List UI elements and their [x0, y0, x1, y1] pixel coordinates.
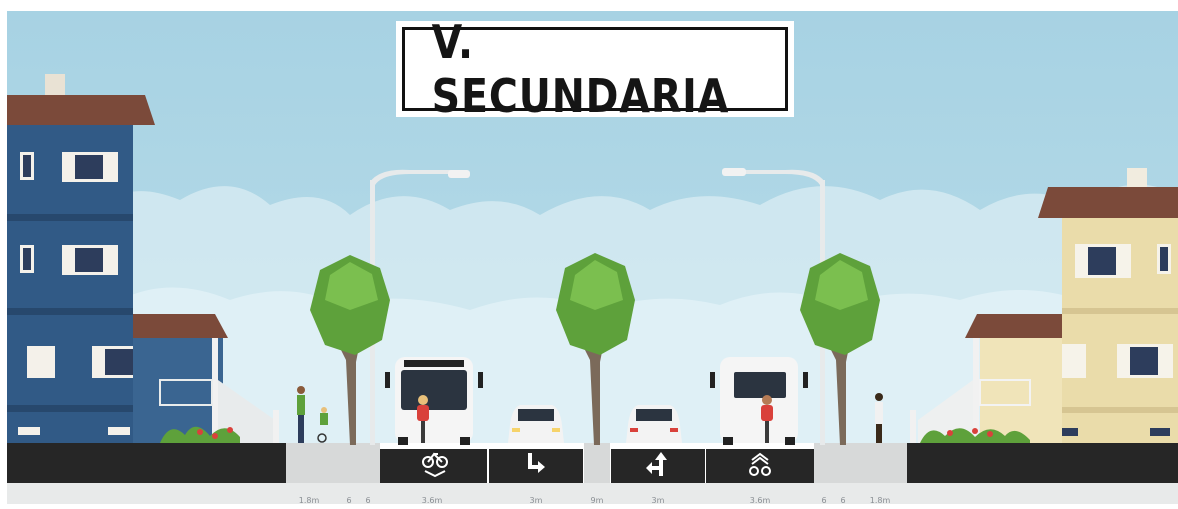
pedestrian-right: [875, 393, 883, 443]
house-left: [7, 74, 279, 443]
lane-label: 1.8m: [869, 496, 891, 505]
lane-label: 3m: [529, 496, 543, 505]
house-right: [910, 168, 1178, 443]
lane-label: 3.6m: [749, 496, 771, 505]
left-planting-strip: [7, 443, 286, 483]
car-left: [508, 405, 564, 443]
shrubs: [160, 426, 1030, 443]
bicycle-lane-icon: [422, 452, 448, 478]
lane-label: 6: [840, 496, 846, 505]
car-right: [626, 405, 682, 443]
bike-lane-chevron-icon: [749, 452, 771, 476]
lane-label: 9m: [590, 496, 604, 505]
left-turn-straight-arrow-icon: [646, 452, 667, 476]
lane-label: 1.8m: [298, 496, 320, 505]
tree-right: [800, 253, 880, 445]
right-planting-strip: [907, 443, 1178, 483]
lane-label: 6: [821, 496, 827, 505]
street-name-sign: V. SECUNDARIA: [396, 15, 794, 123]
left-sidewalk: [286, 443, 380, 483]
cyclist-left: [417, 395, 429, 443]
lane-label: 6: [365, 496, 371, 505]
lane-dimension-strip: [7, 483, 1178, 504]
right-sidewalk: [814, 443, 907, 483]
bus-left: [385, 357, 483, 445]
lane-label: 3.6m: [421, 496, 443, 505]
child-cyclist-left: [317, 407, 328, 443]
street-name-title: V. SECUNDARIA: [431, 15, 730, 123]
tree-center: [556, 253, 635, 445]
lane-label: 6: [346, 496, 352, 505]
bus-right: [710, 357, 808, 445]
tree-left: [310, 255, 390, 445]
pedestrian-left: [297, 386, 305, 443]
right-turn-arrow-icon: [528, 453, 545, 473]
median: [584, 443, 610, 483]
cyclist-right: [761, 395, 773, 443]
lane-label: 3m: [651, 496, 665, 505]
